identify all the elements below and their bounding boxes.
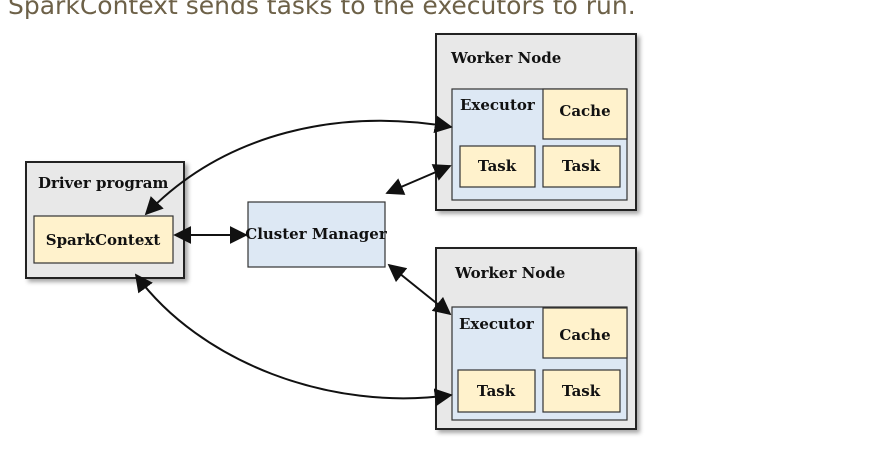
cache-1-label: Cache bbox=[559, 102, 610, 120]
task-2a-box bbox=[457, 369, 536, 413]
cache-1-box bbox=[542, 88, 628, 140]
worker-node-2: Worker Node Executor Cache Task Task bbox=[435, 247, 637, 430]
task-2b-box bbox=[542, 369, 621, 413]
task-2b-label: Task bbox=[562, 382, 601, 400]
task-1a-label: Task bbox=[478, 157, 517, 175]
task-1b-box bbox=[542, 145, 621, 188]
cache-2-box bbox=[542, 307, 628, 359]
cluster-manager-node: Cluster Manager bbox=[245, 201, 388, 268]
driver-program-node: Driver program SparkContext bbox=[25, 161, 185, 279]
arrow-context-executor-1 bbox=[144, 115, 453, 216]
worker-node-1: Worker Node Executor Cache Task Task bbox=[435, 33, 637, 211]
worker-node-2-title: Worker Node bbox=[454, 264, 565, 282]
arrow-context-executor-2 bbox=[134, 273, 453, 407]
worker-node-1-title: Worker Node bbox=[450, 49, 561, 67]
diagram-caption: SparkContext sends tasks to the executor… bbox=[8, 0, 636, 20]
task-1a-box bbox=[459, 145, 536, 188]
cache-2-label: Cache bbox=[559, 326, 610, 344]
executor-1-label: Executor bbox=[460, 96, 536, 114]
task-1b-label: Task bbox=[562, 157, 601, 175]
spark-context-box bbox=[33, 215, 174, 264]
executor-2-label: Executor bbox=[459, 315, 535, 333]
driver-program-title: Driver program bbox=[38, 174, 168, 192]
task-2a-label: Task bbox=[477, 382, 516, 400]
cluster-manager-label: Cluster Manager bbox=[245, 225, 388, 243]
spark-context-label: SparkContext bbox=[46, 231, 161, 249]
